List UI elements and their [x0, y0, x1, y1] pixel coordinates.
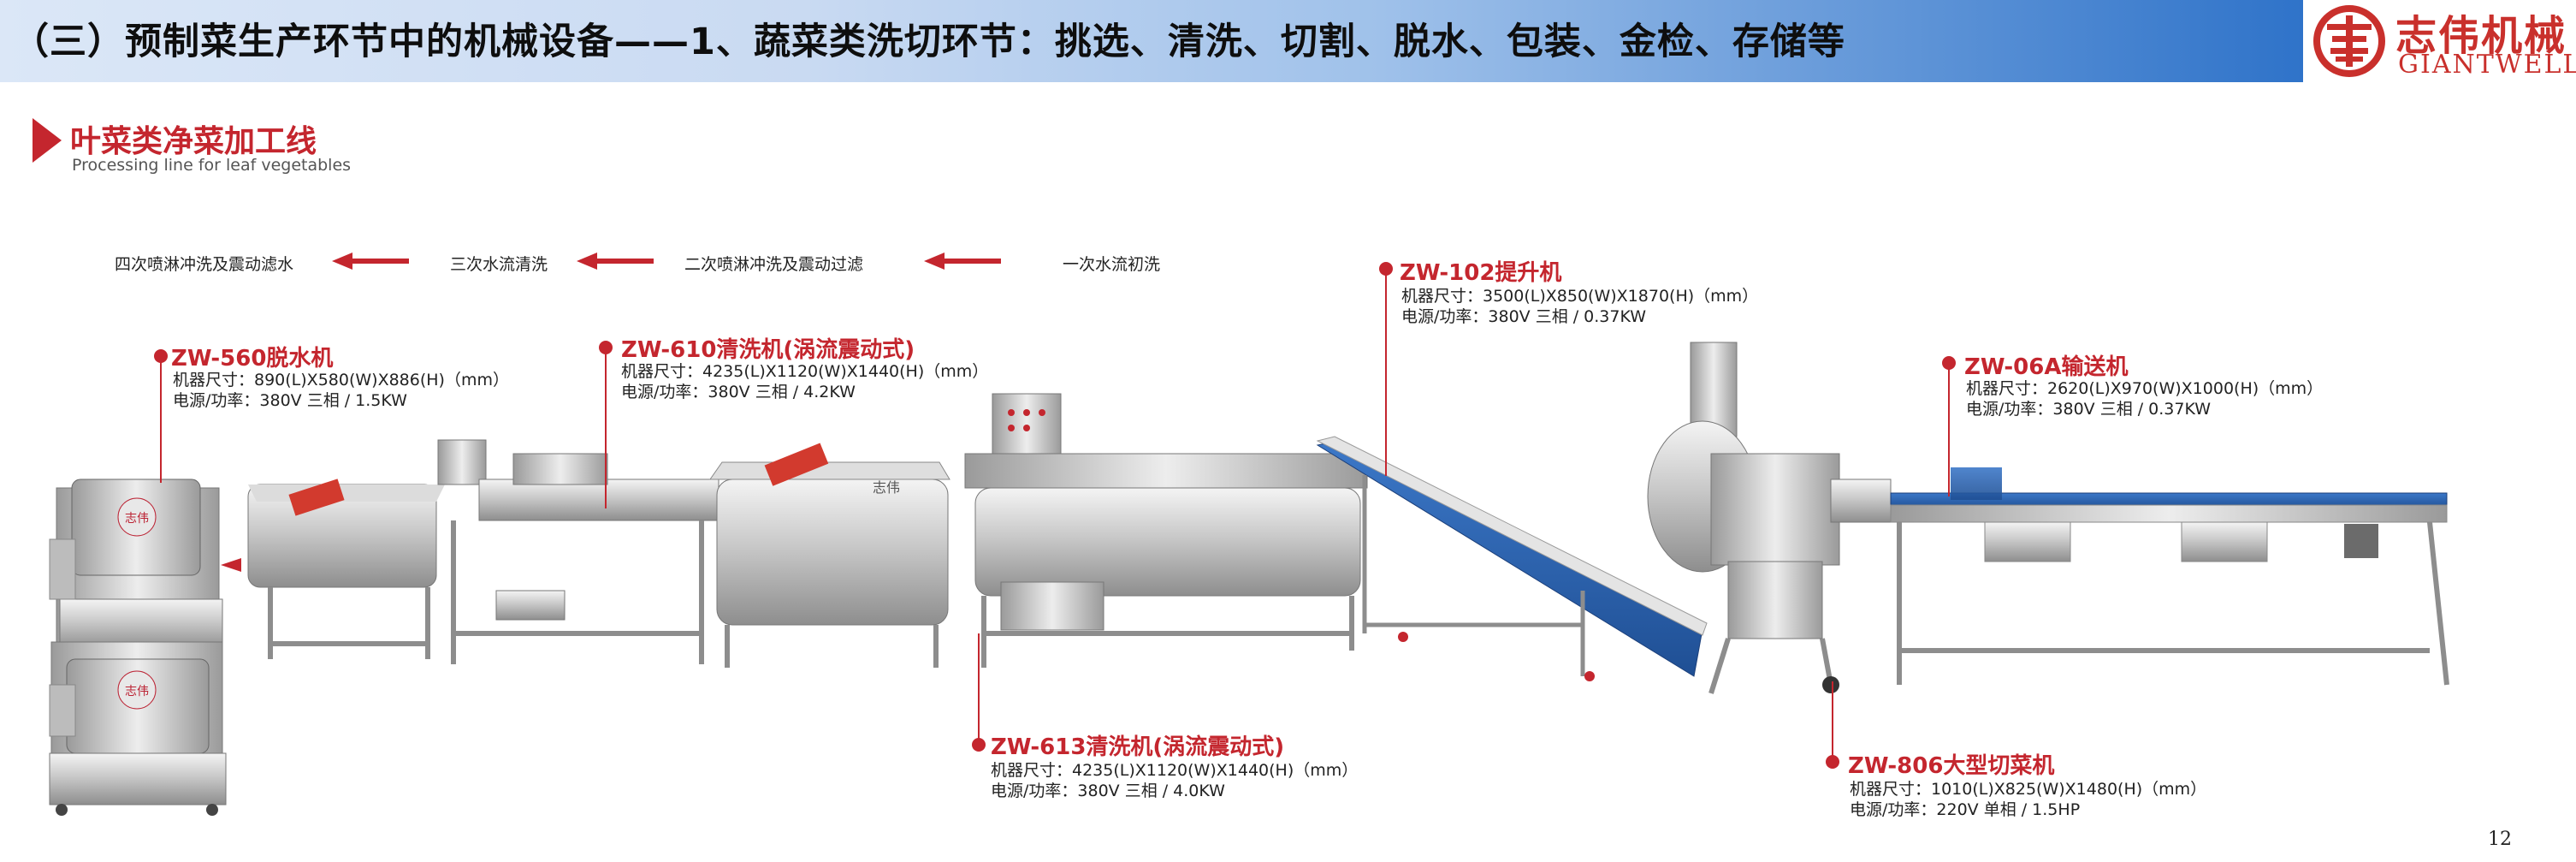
callout-leader	[978, 633, 980, 741]
section-subtitle: Processing line for leaf vegetables	[72, 156, 352, 175]
callout-dot	[599, 341, 613, 354]
callout-leader	[160, 361, 162, 483]
zw102-size: 机器尺寸：3500(L)X850(W)X1870(H)（mm）	[1401, 287, 1759, 306]
callout-dot	[972, 738, 986, 752]
header-bar	[0, 0, 2303, 82]
zw613-name: ZW-613清洗机(涡流震动式)	[991, 734, 1285, 760]
zw102-power: 电源/功率：380V 三相 / 0.37KW	[1401, 307, 1647, 326]
zw610-power: 电源/功率：380V 三相 / 4.2KW	[621, 383, 856, 401]
arrow-left-icon	[577, 253, 654, 270]
zw102-name: ZW-102提升机	[1400, 260, 1562, 286]
flow-step-2: 二次喷淋冲洗及震动过滤	[684, 255, 864, 274]
zw806-cutter	[1647, 342, 1892, 694]
callout-dot	[1942, 356, 1956, 370]
arrow-left-icon	[332, 253, 409, 270]
zw806-name: ZW-806大型切菜机	[1848, 753, 2055, 779]
zw613-size: 机器尺寸：4235(L)X1120(W)X1440(H)（mm）	[991, 761, 1359, 780]
flow-step-4: 四次喷淋冲洗及震动滤水	[115, 255, 294, 274]
arrow-left-icon	[924, 253, 1001, 270]
zw806-power: 电源/功率：220V 单相 / 1.5HP	[1850, 800, 2081, 819]
svg-text:志伟: 志伟	[125, 512, 149, 526]
zw560-dewatering-machine: 志伟 志伟	[49, 479, 241, 816]
zw610-name: ZW-610清洗机(涡流震动式)	[621, 337, 915, 363]
zw102-elevator	[1316, 436, 1708, 681]
logo-text-cn: 志伟机械	[2395, 12, 2567, 60]
zw560-power: 电源/功率：380V 三相 / 1.5KW	[173, 391, 407, 410]
zw610-size: 机器尺寸：4235(L)X1120(W)X1440(H)（mm）	[621, 362, 989, 381]
callout-leader	[1385, 274, 1387, 476]
svg-text:志伟: 志伟	[125, 685, 149, 699]
callout-leader	[1832, 681, 1833, 758]
callout-dot	[1379, 262, 1393, 276]
zw06a-size: 机器尺寸：2620(L)X970(W)X1000(H)（mm）	[1966, 379, 2324, 398]
washing-machine-3: 志伟	[709, 443, 950, 668]
callout-leader	[605, 353, 607, 508]
flow-step-1: 一次水流初洗	[1063, 255, 1161, 274]
callout-dot	[1826, 755, 1839, 769]
zw06a-power: 电源/功率：380V 三相 / 0.37KW	[1966, 400, 2212, 419]
zw613-power: 电源/功率：380V 三相 / 4.0KW	[991, 782, 1225, 800]
zw806-size: 机器尺寸：1010(L)X825(W)X1480(H)（mm）	[1850, 780, 2207, 799]
zw560-size: 机器尺寸：890(L)X580(W)X886(H)（mm）	[173, 371, 509, 389]
logo-text-en: GIANTWELL	[2398, 50, 2576, 80]
zw613-washing-machine	[964, 393, 1368, 668]
zw06a-conveyor	[1890, 467, 2449, 686]
section-marker-icon	[33, 118, 62, 163]
flow-step-3: 三次水流清洗	[450, 255, 548, 274]
page-number: 12	[2488, 829, 2512, 850]
giantwell-logo-icon	[2313, 5, 2385, 77]
zw560-name: ZW-560脱水机	[171, 346, 334, 372]
zw610-washing-machine	[247, 439, 720, 664]
section-title: 叶菜类净菜加工线	[70, 124, 317, 159]
page-title: （三）预制菜生产环节中的机械设备——1、蔬菜类洗切环节：挑选、清洗、切割、脱水、…	[12, 21, 1845, 63]
callout-leader	[1948, 368, 1950, 496]
svg-text:志伟: 志伟	[873, 479, 900, 496]
zw06a-name: ZW-06A输送机	[1964, 354, 2129, 380]
callout-dot	[154, 349, 168, 363]
